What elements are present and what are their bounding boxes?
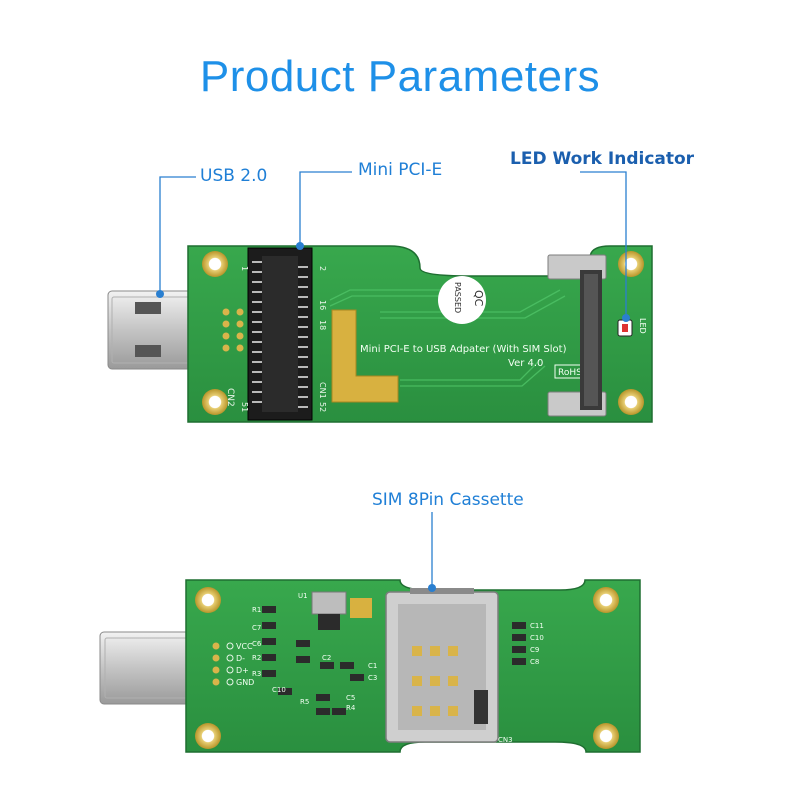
mount-hole bbox=[195, 723, 221, 749]
svg-text:C1: C1 bbox=[368, 662, 377, 670]
pin-label: 2 bbox=[318, 266, 327, 271]
sim-cassette bbox=[385, 588, 499, 743]
callout-dot bbox=[156, 290, 164, 298]
mount-hole bbox=[618, 251, 644, 277]
svg-text:R3: R3 bbox=[252, 670, 261, 678]
led-indicator: LED bbox=[617, 318, 647, 337]
antenna-pad bbox=[331, 309, 399, 403]
svg-text:C10: C10 bbox=[530, 634, 544, 642]
callout-sim: SIM 8Pin Cassette bbox=[372, 490, 524, 510]
pin-label: 51 bbox=[240, 402, 249, 412]
mount-hole bbox=[202, 389, 228, 415]
cn3-label: CN3 bbox=[498, 736, 513, 744]
pin-label: 16 bbox=[318, 300, 327, 310]
mount-hole bbox=[593, 587, 619, 613]
mount-hole bbox=[618, 389, 644, 415]
page-title: Product Parameters bbox=[199, 52, 601, 101]
callout-dot bbox=[428, 584, 436, 592]
cn1-label: CN1 bbox=[318, 382, 327, 399]
pin-label: 1 bbox=[240, 266, 249, 271]
svg-text:C9: C9 bbox=[530, 646, 539, 654]
rohs-label: RoHS bbox=[558, 368, 582, 378]
svg-text:C3: C3 bbox=[368, 674, 377, 682]
svg-text:C8: C8 bbox=[530, 658, 539, 666]
pin-dminus-label: D- bbox=[236, 654, 245, 663]
svg-text:C10: C10 bbox=[272, 686, 286, 694]
pin-gnd-label: GND bbox=[236, 678, 254, 687]
mini-pcie-socket bbox=[247, 247, 313, 421]
mount-hole bbox=[195, 587, 221, 613]
cn2-label: CN2 bbox=[225, 388, 235, 407]
pin-label: 18 bbox=[318, 320, 327, 330]
svg-text:LED: LED bbox=[638, 318, 647, 334]
callout-dot bbox=[296, 242, 304, 250]
callout-led: LED Work Indicator bbox=[510, 149, 695, 169]
callout-mini-pcie: Mini PCI-E bbox=[358, 160, 443, 180]
mount-hole bbox=[202, 251, 228, 277]
svg-text:C11: C11 bbox=[530, 622, 544, 630]
sim-latch bbox=[547, 254, 607, 417]
u1-regulator bbox=[311, 591, 347, 615]
mount-hole bbox=[593, 723, 619, 749]
version-label: Ver 4.0 bbox=[508, 358, 543, 369]
callout-dot bbox=[622, 314, 630, 322]
callout-lines bbox=[159, 171, 627, 588]
pin-dplus-label: D+ bbox=[236, 666, 249, 675]
silkscreen-text: Mini PCI-E to USB Adpater (With SIM Slot… bbox=[360, 344, 567, 355]
svg-text:R5: R5 bbox=[300, 698, 309, 706]
svg-text:C2: C2 bbox=[322, 654, 331, 662]
svg-text:R2: R2 bbox=[252, 654, 261, 662]
svg-text:C5: C5 bbox=[346, 694, 355, 702]
pin-vcc-label: VCC bbox=[236, 642, 253, 651]
qc-stamp: QC PASSED bbox=[438, 276, 486, 324]
pin-label: 52 bbox=[318, 402, 327, 412]
top-board: CN2 bbox=[107, 245, 653, 423]
bottom-board: VCC D- D+ GND R1 C7 C6 R2 R3 C10 bbox=[99, 579, 641, 753]
svg-text:QC: QC bbox=[472, 290, 485, 307]
svg-text:C7: C7 bbox=[252, 624, 261, 632]
svg-text:PASSED: PASSED bbox=[453, 282, 462, 313]
svg-text:R4: R4 bbox=[346, 704, 356, 712]
svg-text:C6: C6 bbox=[252, 640, 262, 648]
svg-text:R1: R1 bbox=[252, 606, 261, 614]
u1-label: U1 bbox=[298, 592, 308, 600]
callout-usb: USB 2.0 bbox=[200, 166, 268, 186]
